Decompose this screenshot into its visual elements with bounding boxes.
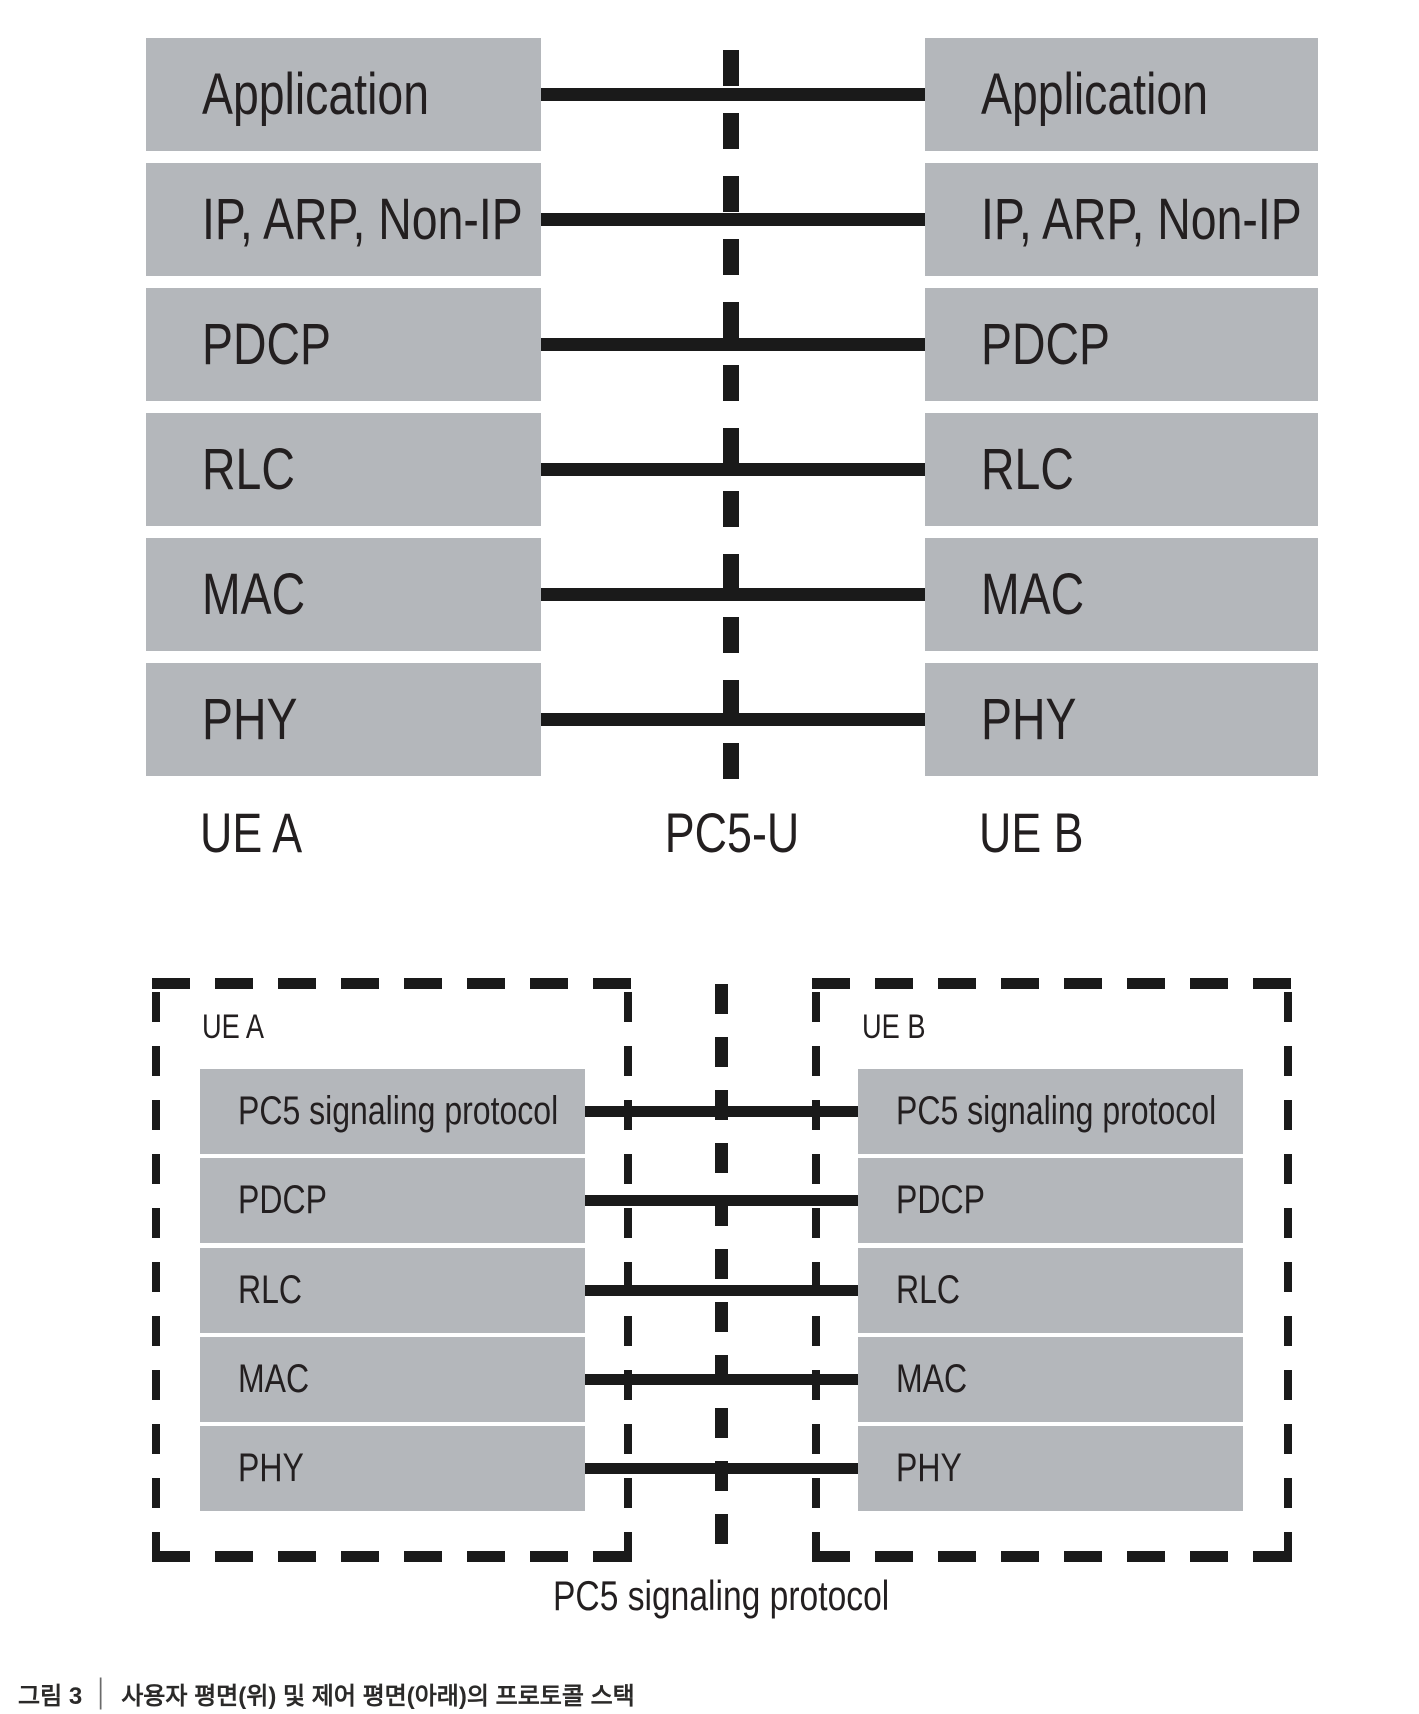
layer-box-label: Application [981,62,1208,127]
layer-box-label: PHY [202,687,298,752]
layer-box-mac: MAC [146,538,541,651]
layer-box-phy: PHY [146,663,541,776]
pc5-signaling-protocol-caption-text: PC5 signaling protocol [552,1572,890,1619]
connector-line [585,1284,858,1296]
ue-a-box-title: UE A [202,1008,279,1047]
pc5-signaling-protocol-caption: PC5 signaling protocol [465,1572,977,1620]
ue-b-box-title: UE B [862,1008,941,1047]
layer-box-label: RLC [981,437,1074,502]
layer-box-label: RLC [202,437,295,502]
layer-box-ip-arp-non-ip: IP, ARP, Non-IP [925,163,1318,276]
pc5-u-label-text: PC5-U [664,801,800,864]
layer-box-phy: PHY [925,663,1318,776]
layer-box-pdcp: PDCP [146,288,541,401]
layer-box-rlc: RLC [146,413,541,526]
layer-box-application: Application [146,38,541,151]
figure-caption: 그림 3 │ 사용자 평면(위) 및 제어 평면(아래)의 프로토콜 스택 [18,1676,635,1711]
layer-box-label: IP, ARP, Non-IP [981,187,1302,252]
layer-box-label: PDCP [981,312,1110,377]
figure-caption-separator: │ [94,1678,110,1708]
layer-box-application: Application [925,38,1318,151]
pc5-u-dashed-interface-line [723,50,739,779]
ue-a-label: UE A [200,800,328,865]
layer-box-label: PHY [981,687,1077,752]
layer-box-label: Application [202,62,429,127]
layer-box-label: IP, ARP, Non-IP [202,187,523,252]
connector-line [585,1463,858,1474]
figure-caption-number: 그림 3 [18,1683,83,1710]
layer-box-pdcp: PDCP [925,288,1318,401]
ue-b-label: UE B [979,800,1110,865]
figure-caption-text: 사용자 평면(위) 및 제어 평면(아래)의 프로토콜 스택 [121,1683,635,1710]
layer-box-rlc: RLC [925,413,1318,526]
layer-box-label: PDCP [202,312,331,377]
ue-a-box-title-text: UE A [202,1008,264,1046]
connector-line [585,1373,858,1385]
ue-a-label-text: UE A [200,801,303,864]
ue-b-box-title-text: UE B [862,1008,926,1046]
layer-box-label: MAC [981,562,1085,627]
layer-box-mac: MAC [925,538,1318,651]
pc5-signaling-dashed-interface-line [715,984,728,1544]
ue-b-label-text: UE B [979,801,1084,864]
connector-line [585,1106,858,1117]
connector-line [585,1195,858,1207]
layer-box-label: MAC [202,562,306,627]
pc5-u-label: PC5-U [599,800,865,865]
layer-box-ip-arp-non-ip: IP, ARP, Non-IP [146,163,541,276]
ue-a-dashed-box [152,978,632,1562]
ue-b-dashed-box [812,978,1292,1562]
